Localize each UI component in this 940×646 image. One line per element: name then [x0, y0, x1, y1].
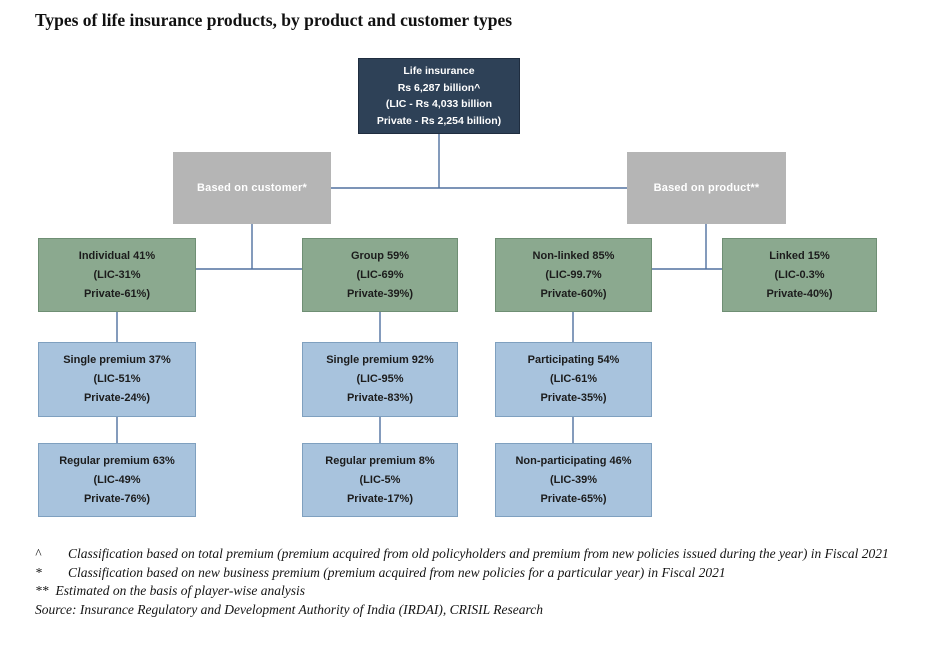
node-text-line: Private-17%) [346, 492, 414, 505]
node-non-participating: Non-participating 46% (LIC-39% Private-6… [495, 443, 652, 517]
node-single-premium-group: Single premium 92% (LIC-95% Private-83%) [302, 342, 458, 417]
node-text-line: Non-participating 46% [515, 454, 632, 467]
node-text-line: Individual 41% [78, 249, 156, 262]
node-linked: Linked 15% (LIC-0.3% Private-40%) [722, 238, 877, 312]
page-title: Types of life insurance products, by pro… [35, 10, 513, 30]
node-text-line: Linked 15% [769, 249, 830, 262]
node-text-line: (LIC - Rs 4,033 billion [385, 98, 493, 110]
node-text-line: Regular premium 8% [325, 454, 435, 467]
node-text-line: Single premium 92% [326, 354, 434, 366]
node-based-on-product: Based on product** [627, 152, 786, 224]
node-text-line: Participating 54% [527, 354, 620, 366]
node-text-line: Private - Rs 2,254 billion) [376, 114, 502, 127]
footnote-marker: * [35, 564, 42, 580]
node-text-line: (LIC-0.3% [774, 268, 825, 281]
footnote-marker: ^ [35, 546, 41, 561]
node-single-premium-individual: Single premium 37% (LIC-51% Private-24%) [38, 342, 196, 417]
node-text-line: (LIC-95% [356, 373, 404, 385]
footnote-marker: ** [35, 583, 49, 598]
node-text-line: Private-61%) [83, 287, 151, 300]
node-group: Group 59% (LIC-69% Private-39%) [302, 238, 458, 312]
node-text-line: (LIC-31% [93, 268, 141, 281]
node-text-line: (LIC-5% [359, 473, 401, 486]
node-text-line: (LIC-99.7% [545, 268, 602, 281]
node-text-line: (LIC-39% [549, 473, 598, 486]
node-text-line: Private-83%) [346, 392, 414, 404]
footnote-caret: ^ Classification based on total premium … [35, 545, 897, 564]
node-based-on-customer: Based on customer* [173, 152, 331, 224]
footnotes: ^ Classification based on total premium … [35, 545, 897, 619]
node-text-line: (LIC-69% [356, 268, 404, 281]
node-text-line: Based on customer* [197, 182, 307, 194]
node-participating: Participating 54% (LIC-61% Private-35%) [495, 342, 652, 417]
node-text-line: Private-60%) [540, 287, 607, 300]
footnote-text: Classification based on new business pre… [68, 564, 726, 580]
node-text-line: Private-24%) [83, 392, 151, 404]
node-text-line: (LIC-49% [93, 473, 141, 486]
node-text-line: Private-65%) [540, 492, 607, 505]
node-text-line: Group 59% [350, 249, 410, 262]
node-text-line: (LIC-51% [93, 373, 141, 385]
node-regular-premium-individual: Regular premium 63% (LIC-49% Private-76%… [38, 443, 196, 517]
source-line: Source: Insurance Regulatory and Develop… [35, 601, 544, 617]
node-text-line: Single premium 37% [63, 354, 171, 366]
node-non-linked: Non-linked 85% (LIC-99.7% Private-60%) [495, 238, 652, 312]
node-text-line: Private-35%) [540, 392, 607, 404]
node-text-line: Regular premium 63% [59, 454, 175, 467]
node-text-line: Non-linked 85% [532, 249, 615, 262]
node-life-insurance: Life insurance Rs 6,287 billion^ (LIC - … [358, 58, 520, 134]
footnote-text: Estimated on the basis of player-wise an… [55, 583, 305, 598]
node-text-line: Private-39%) [346, 287, 414, 300]
footnote-star: * Classification based on new business p… [35, 564, 897, 583]
node-text-line: Private-76%) [83, 492, 151, 505]
node-text-line: Rs 6,287 billion^ [397, 81, 481, 94]
node-text-line: Based on product** [653, 182, 760, 194]
node-regular-premium-group: Regular premium 8% (LIC-5% Private-17%) [302, 443, 458, 517]
footnote-double-star: ** Estimated on the basis of player-wise… [35, 582, 897, 601]
node-text-line: Life insurance [403, 65, 475, 77]
node-text-line: Private-40%) [766, 287, 833, 300]
node-individual: Individual 41% (LIC-31% Private-61%) [38, 238, 196, 312]
node-text-line: (LIC-61% [549, 373, 598, 385]
footnote-text: Classification based on total premium (p… [68, 546, 889, 561]
